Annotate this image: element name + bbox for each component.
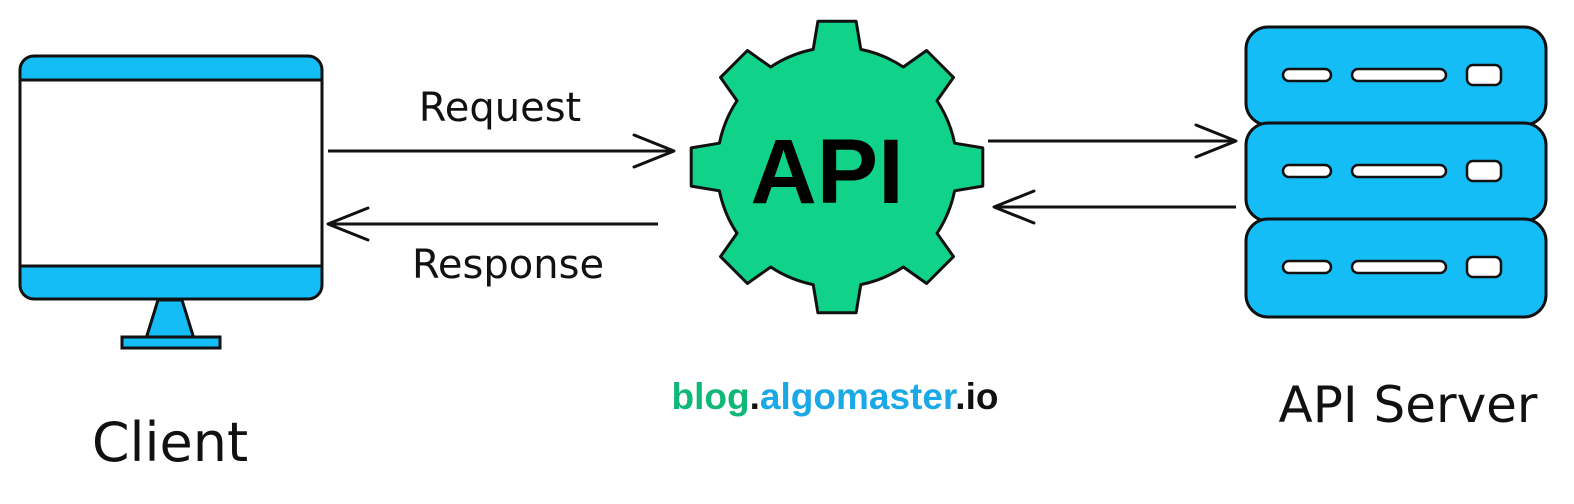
site-watermark: blog.algomaster.io xyxy=(672,376,999,417)
request-arrow xyxy=(328,133,676,169)
gear-icon xyxy=(689,19,985,315)
server-label: API Server xyxy=(1279,376,1538,434)
api-label: API xyxy=(750,121,903,223)
watermark-part1: blog xyxy=(672,376,750,417)
watermark-part2: algomaster xyxy=(760,376,957,417)
server-unit xyxy=(1244,121,1548,223)
watermark-dot1: . xyxy=(750,376,760,417)
watermark-dot2: . xyxy=(955,376,965,417)
server-unit xyxy=(1244,25,1548,127)
request-label: Request xyxy=(419,85,581,131)
response-arrow xyxy=(326,206,658,242)
client-label: Client xyxy=(92,411,248,474)
server-rack-icon xyxy=(1244,25,1548,319)
return-arrow xyxy=(992,189,1236,225)
watermark-part3: io xyxy=(966,376,999,417)
response-label: Response xyxy=(412,242,604,288)
monitor-icon xyxy=(18,54,324,350)
forward-arrow xyxy=(988,123,1238,159)
server-unit xyxy=(1244,217,1548,319)
